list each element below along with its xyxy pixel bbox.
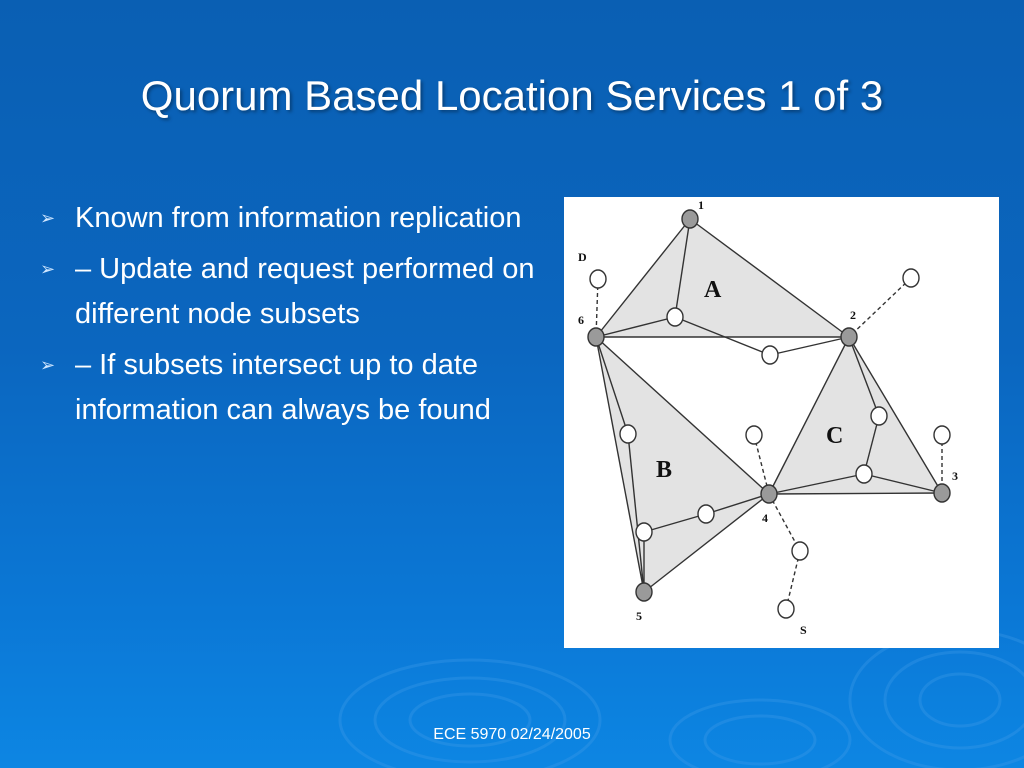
bullet-text: – Update and request performed on differ…	[75, 253, 535, 330]
quorum-node-5	[635, 582, 653, 602]
node	[761, 345, 779, 365]
region-label-a: A	[704, 277, 722, 303]
edge	[863, 473, 943, 494]
edge	[595, 336, 645, 593]
edge	[769, 336, 850, 356]
quorum-node-2	[840, 327, 858, 347]
edge	[689, 218, 850, 338]
node	[589, 269, 607, 289]
node	[745, 425, 763, 445]
node	[619, 424, 637, 444]
node	[777, 599, 795, 619]
node	[855, 464, 873, 484]
edge	[848, 336, 943, 494]
node	[635, 522, 653, 542]
dashed-link	[768, 493, 801, 552]
quorum-region-a	[596, 219, 849, 337]
quorum-region-c	[769, 337, 942, 494]
quorum-node-6	[587, 327, 605, 347]
slide-title: Quorum Based Location Services 1 of 3	[140, 72, 884, 119]
node-label-4: 4	[762, 511, 768, 525]
edge	[595, 316, 676, 338]
edge	[848, 336, 880, 417]
node-label-1: 1	[698, 198, 704, 212]
bullet-list: ➢ Known from information replication ➢ –…	[40, 196, 550, 439]
edge	[595, 336, 629, 435]
edge	[674, 218, 691, 318]
dashed-link	[785, 550, 801, 610]
quorum-node-1	[681, 209, 699, 229]
slide-footer: ECE 5970 02/24/2005	[433, 726, 591, 743]
bullet-arrow-icon: ➢	[40, 259, 56, 279]
dashed-link	[753, 434, 770, 495]
node	[870, 406, 888, 426]
edge	[768, 473, 865, 495]
edge	[643, 513, 707, 533]
edge	[768, 336, 850, 495]
bullet-item: ➢ – Update and request performed on diff…	[40, 247, 550, 337]
edge	[705, 493, 770, 515]
node	[791, 541, 809, 561]
node-label-s: S	[800, 623, 807, 637]
node	[933, 425, 951, 445]
node	[902, 268, 920, 288]
edge	[674, 316, 771, 356]
bullet-arrow-icon: ➢	[40, 355, 56, 375]
bullet-item: ➢ – If subsets intersect up to date info…	[40, 343, 550, 433]
node-label-2: 2	[850, 308, 856, 322]
edge	[768, 492, 943, 495]
edge	[595, 336, 770, 495]
node	[666, 307, 684, 327]
bullet-item: ➢ Known from information replication	[40, 196, 550, 241]
quorum-node-4	[760, 484, 778, 504]
quorum-node-3	[933, 483, 951, 503]
node-label-3: 3	[952, 469, 958, 483]
network-graph: A B C 1 2 3 4 5 6 D S	[578, 198, 958, 637]
edge	[643, 493, 770, 593]
dashed-link	[848, 277, 912, 338]
node	[697, 504, 715, 524]
edge	[595, 218, 691, 338]
node-label-5: 5	[636, 609, 642, 623]
node-label-d: D	[578, 250, 587, 264]
node-label-6: 6	[578, 313, 584, 327]
edge	[863, 415, 880, 475]
bullet-text: – If subsets intersect up to date inform…	[75, 349, 491, 426]
bullet-arrow-icon: ➢	[40, 208, 56, 228]
quorum-network-diagram: A B C 1 2 3 4 5 6 D S	[564, 197, 999, 648]
region-label-b: B	[656, 457, 672, 483]
quorum-region-b	[596, 337, 769, 592]
bullet-text: Known from information replication	[75, 202, 522, 234]
edge	[627, 433, 645, 593]
region-label-c: C	[826, 423, 843, 449]
